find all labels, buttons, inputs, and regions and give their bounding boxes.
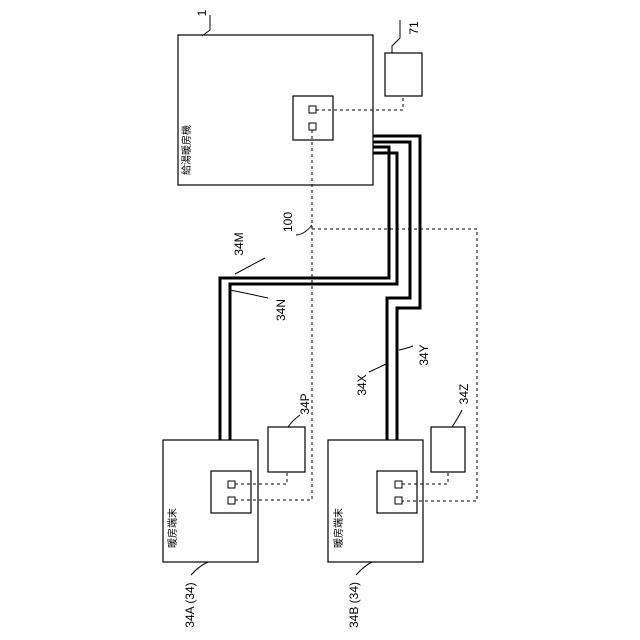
leader-100 bbox=[296, 225, 312, 235]
heater-port-top bbox=[309, 106, 316, 113]
terminal-b-port-top bbox=[395, 481, 402, 488]
label-unit-ref: 1 bbox=[195, 9, 209, 16]
leader-34z bbox=[452, 410, 462, 427]
label-pipe-34x: 34X bbox=[355, 374, 369, 395]
leader-34b bbox=[356, 562, 372, 575]
label-signal-100: 100 bbox=[281, 212, 295, 232]
pipe-34x bbox=[373, 142, 410, 440]
label-pipe-34y: 34Y bbox=[417, 344, 431, 365]
heater-connector-box bbox=[293, 96, 333, 140]
leader-34n bbox=[230, 290, 268, 298]
remote-71-box bbox=[385, 53, 422, 96]
terminal-a-port-bottom bbox=[228, 497, 235, 504]
terminal-b-port-bottom bbox=[395, 497, 402, 504]
label-terminal-b-name: 暖房端末 bbox=[332, 508, 345, 548]
label-terminal-a-name: 暖房端末 bbox=[166, 508, 179, 548]
leader-71 bbox=[392, 20, 400, 53]
terminal-b-connector-box bbox=[377, 471, 417, 513]
label-remote-34z: 34Z bbox=[457, 384, 471, 405]
leader-34y bbox=[399, 346, 413, 350]
leader-34m bbox=[235, 258, 265, 274]
leader-1 bbox=[202, 15, 210, 36]
label-pipe-34n: 34N bbox=[274, 299, 288, 321]
pipe-34n bbox=[230, 153, 397, 440]
heater-port-bottom bbox=[309, 123, 316, 130]
label-terminal-a-ref: 34A (34) bbox=[183, 582, 197, 627]
leader-34a bbox=[191, 562, 208, 575]
terminal-a-port-top bbox=[228, 481, 235, 488]
label-pipe-34m: 34M bbox=[232, 232, 246, 255]
label-remote-34p: 34P bbox=[298, 393, 312, 414]
leader-34x bbox=[369, 364, 386, 372]
remote-34p-box bbox=[268, 427, 305, 472]
terminal-a-connector-box bbox=[211, 471, 251, 513]
remote-34z-box bbox=[431, 427, 465, 472]
label-terminal-b-ref: 34B (34) bbox=[347, 582, 361, 628]
label-unit-name: 給湯暖房機 bbox=[180, 125, 193, 175]
hot-water-heater-box bbox=[178, 35, 373, 185]
label-remote-71: 71 bbox=[407, 21, 421, 35]
leader-34p bbox=[288, 415, 300, 427]
